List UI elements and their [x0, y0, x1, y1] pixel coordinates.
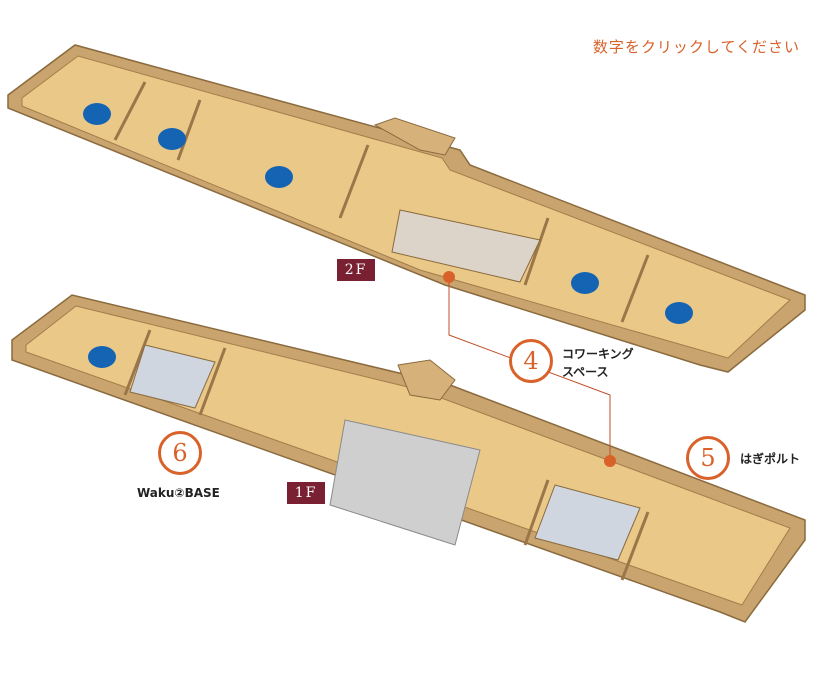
room-dot[interactable]: [665, 302, 693, 324]
facility-marker-5[interactable]: 5: [686, 436, 730, 480]
instruction-text: 数字をクリックしてください: [592, 38, 800, 56]
facility-label-line: スペース: [562, 365, 609, 379]
facility-label-line: Waku②BASE: [137, 486, 220, 500]
facility-marker-6[interactable]: 6: [158, 431, 202, 475]
floor-label-1f: 1F: [287, 482, 325, 504]
facility-label-waku-base[interactable]: Waku②BASE: [137, 484, 220, 502]
floor-label-2f: 2F: [337, 259, 375, 281]
room-dot[interactable]: [265, 166, 293, 188]
hagiporuto-pin-1f[interactable]: [604, 455, 616, 467]
facility-marker-4[interactable]: 4: [509, 339, 553, 383]
facility-label-coworking[interactable]: コワーキング スペース: [562, 345, 634, 381]
facility-label-line: コワーキング: [562, 347, 634, 361]
facility-label-line: はぎポルト: [740, 452, 801, 466]
floor-1f-building: [11, 294, 806, 623]
facility-label-hagiporuto[interactable]: はぎポルト: [740, 450, 800, 468]
room-dot[interactable]: [571, 272, 599, 294]
coworking-pin-2f[interactable]: [443, 271, 455, 283]
room-dot[interactable]: [158, 128, 186, 150]
room-dot[interactable]: [88, 346, 116, 368]
room-dot[interactable]: [83, 103, 111, 125]
